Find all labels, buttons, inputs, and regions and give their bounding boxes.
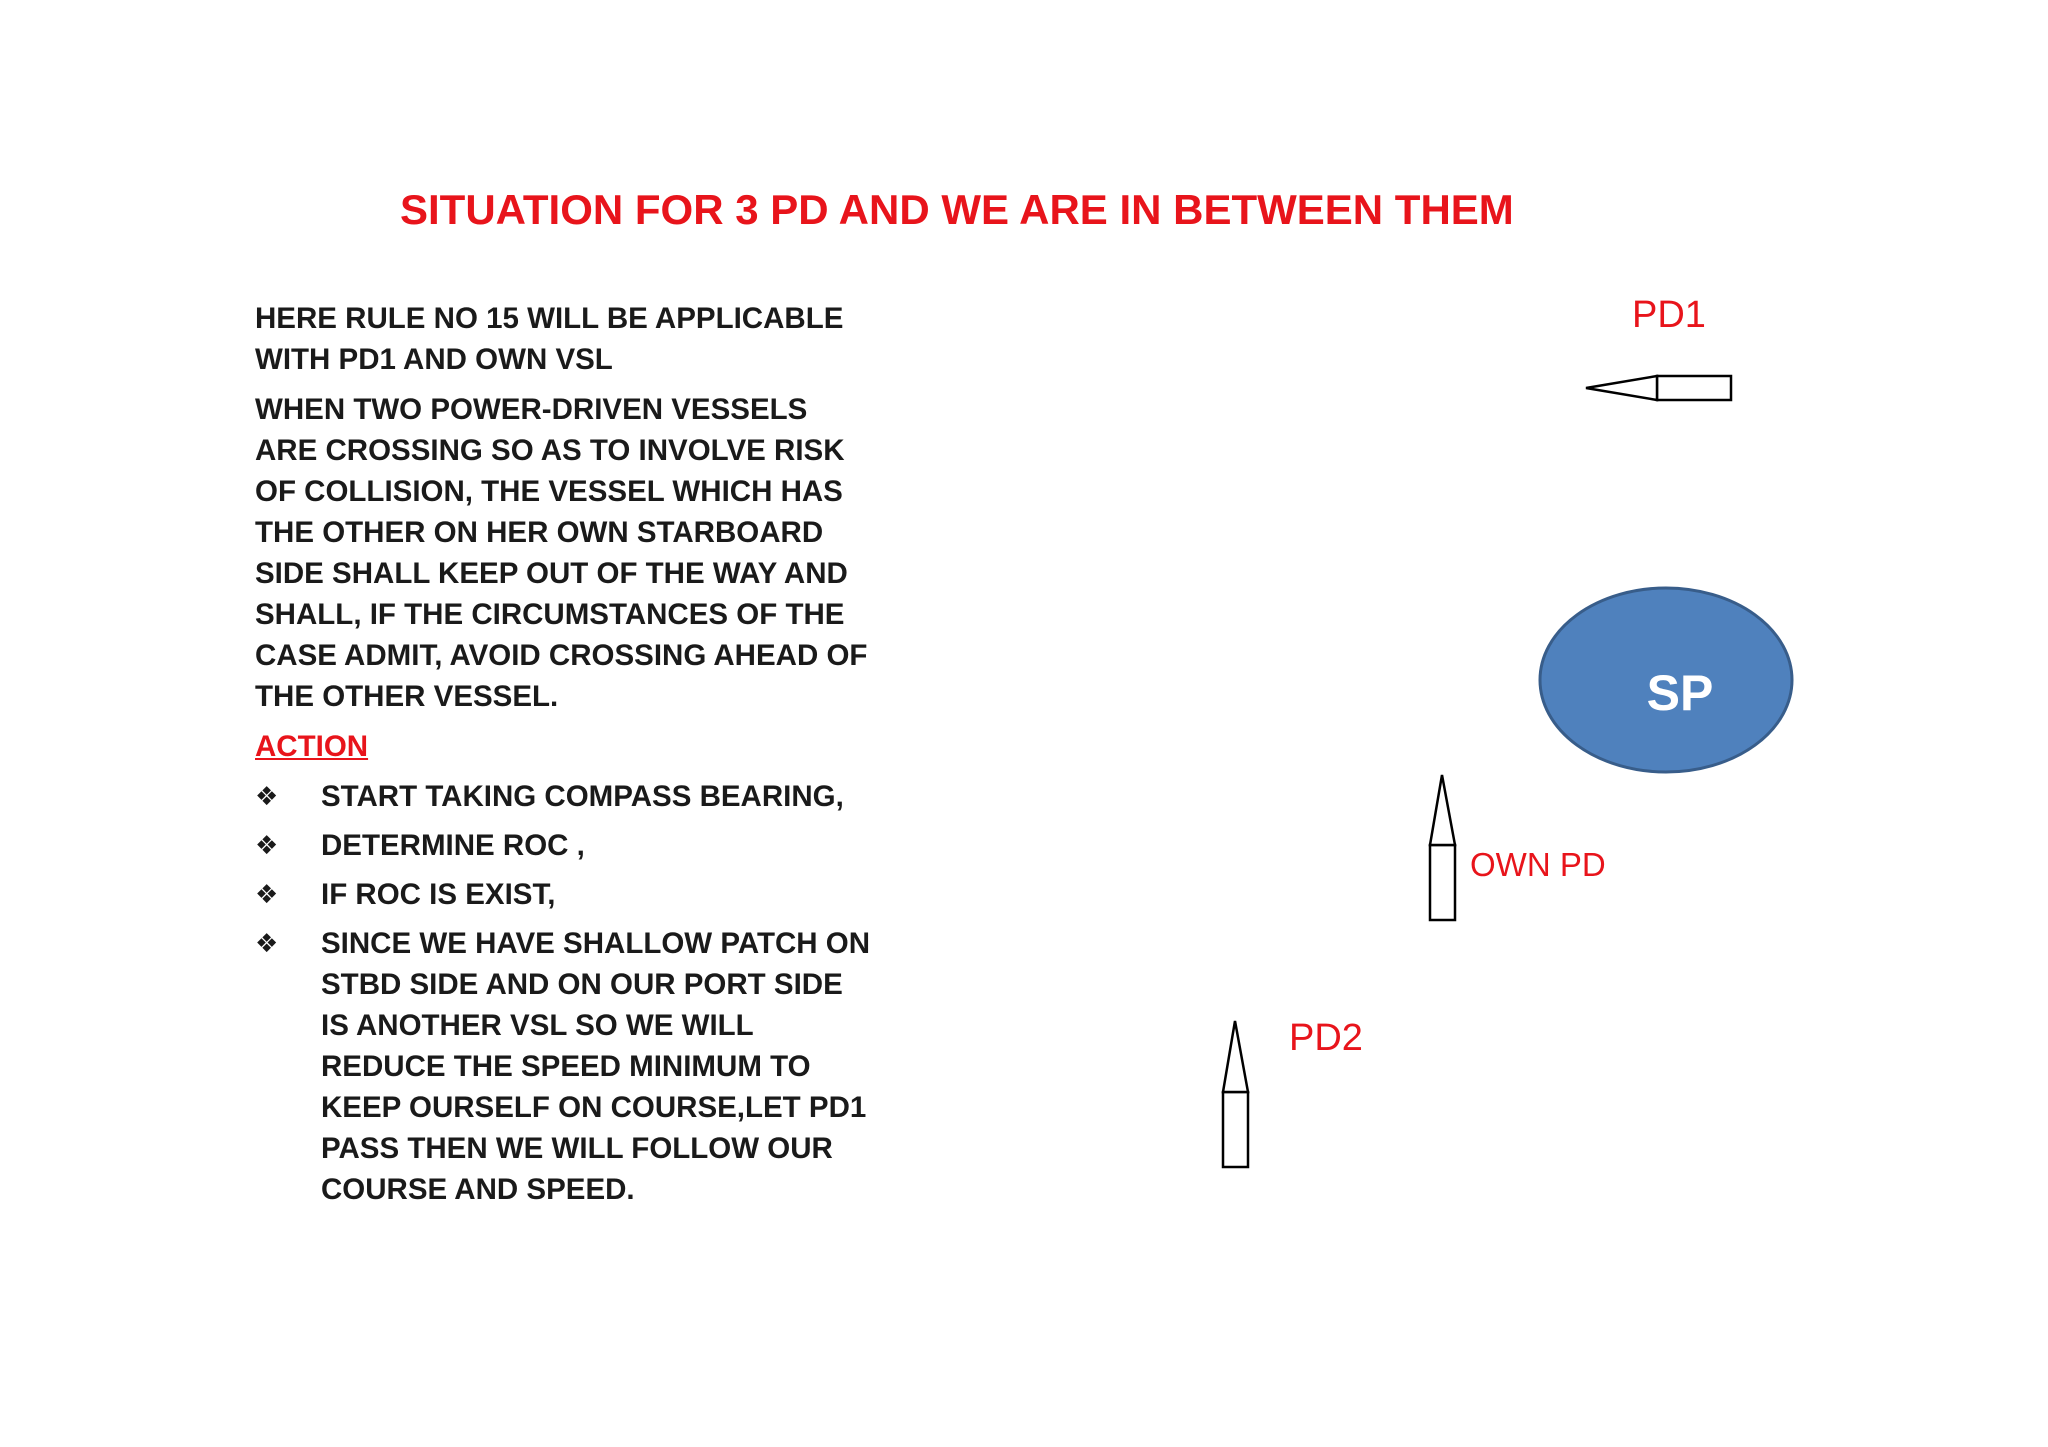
rule-text-line: CASE ADMIT, AVOID CROSSING AHEAD OF xyxy=(255,639,868,672)
action-item-text: PASS THEN WE WILL FOLLOW OUR xyxy=(321,1132,833,1165)
rule-15-text: WHEN TWO POWER-DRIVEN VESSELS ARE CROSSI… xyxy=(255,389,895,717)
action-item: ❖ START TAKING COMPASS BEARING, xyxy=(255,776,895,817)
action-item-text: COURSE AND SPEED. xyxy=(321,1173,635,1206)
rule-intro-line: HERE RULE NO 15 WILL BE APPLICABLE xyxy=(255,302,844,335)
action-item-text: SINCE WE HAVE SHALLOW PATCH ON xyxy=(321,927,871,960)
action-item-text: START TAKING COMPASS BEARING, xyxy=(321,780,844,813)
page-title: SITUATION FOR 3 PD AND WE ARE IN BETWEEN… xyxy=(400,186,1514,233)
shallow-patch-label: SP xyxy=(1647,665,1714,721)
rule-text-line: THE OTHER ON HER OWN STARBOARD xyxy=(255,516,824,549)
pd2-vessel-icon xyxy=(1221,1020,1250,1169)
rule-intro: HERE RULE NO 15 WILL BE APPLICABLE WITH … xyxy=(255,298,895,380)
pd1-vessel-icon xyxy=(1585,374,1733,402)
action-item-text: IF ROC IS EXIST, xyxy=(321,878,556,911)
rule-text-line: SIDE SHALL KEEP OUT OF THE WAY AND xyxy=(255,557,848,590)
shallow-patch-ellipse xyxy=(1538,586,1794,774)
rule-text-line: ARE CROSSING SO AS TO INVOLVE RISK xyxy=(255,434,845,467)
action-item-text: IS ANOTHER VSL SO WE WILL xyxy=(321,1009,754,1042)
rule-text-line: SHALL, IF THE CIRCUMSTANCES OF THE xyxy=(255,598,845,631)
diamond-bullet-icon: ❖ xyxy=(255,781,279,811)
diamond-bullet-icon: ❖ xyxy=(255,830,279,860)
action-heading: ACTION xyxy=(255,730,369,763)
action-item-text: DETERMINE ROC , xyxy=(321,829,585,862)
own-vessel-icon xyxy=(1428,774,1457,922)
action-item-text: KEEP OURSELF ON COURSE,LET PD1 xyxy=(321,1091,867,1124)
rule-text-block: HERE RULE NO 15 WILL BE APPLICABLE WITH … xyxy=(255,298,895,1218)
pd1-label: PD1 xyxy=(1632,294,1706,336)
diamond-bullet-icon: ❖ xyxy=(255,928,279,958)
rule-text-line: WHEN TWO POWER-DRIVEN VESSELS xyxy=(255,393,808,426)
action-item-text: REDUCE THE SPEED MINIMUM TO xyxy=(321,1050,811,1083)
action-item: ❖ IF ROC IS EXIST, xyxy=(255,874,895,915)
rule-text-line: THE OTHER VESSEL. xyxy=(255,680,559,713)
pd2-label: PD2 xyxy=(1289,1017,1363,1059)
action-item: ❖ SINCE WE HAVE SHALLOW PATCH ON STBD SI… xyxy=(255,923,895,1210)
rule-text-line: OF COLLISION, THE VESSEL WHICH HAS xyxy=(255,475,843,508)
rule-intro-line: WITH PD1 AND OWN VSL xyxy=(255,343,613,376)
action-item-text: STBD SIDE AND ON OUR PORT SIDE xyxy=(321,968,843,1001)
own-pd-label: OWN PD xyxy=(1470,846,1606,883)
action-list: ❖ START TAKING COMPASS BEARING, ❖ DETERM… xyxy=(255,776,895,1210)
shallow-patch: SP xyxy=(1538,586,1794,774)
action-item: ❖ DETERMINE ROC , xyxy=(255,825,895,866)
diamond-bullet-icon: ❖ xyxy=(255,879,279,909)
